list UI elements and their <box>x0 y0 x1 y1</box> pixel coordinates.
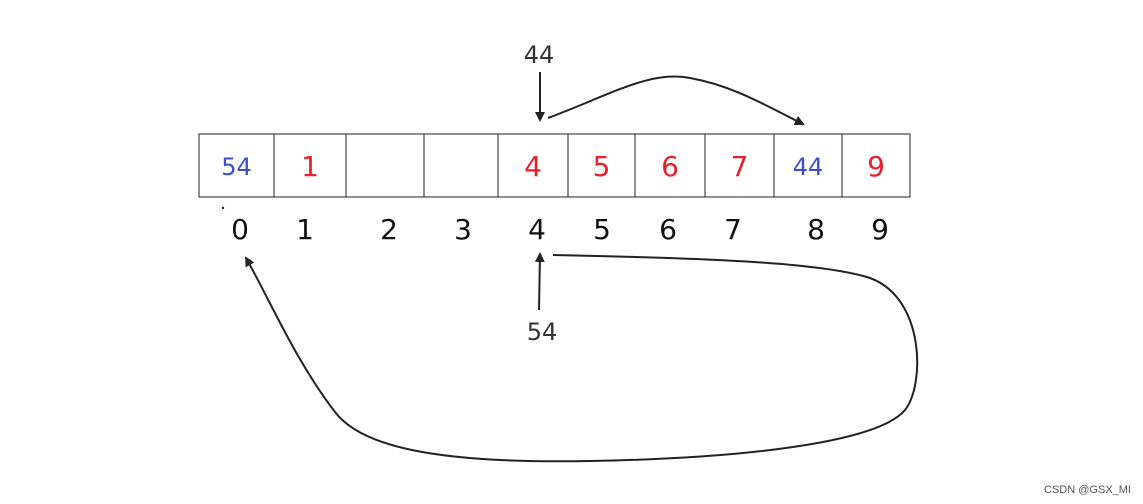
cell-value-7: 7 <box>731 150 749 183</box>
cell-value-9: 9 <box>867 150 885 183</box>
array-cell-5 <box>567 133 636 198</box>
index-row: 0 1 2 3 4 5 6 7 8 9 <box>231 213 889 246</box>
array-cell-1 <box>273 133 347 198</box>
cell-value-6: 6 <box>661 150 679 183</box>
curve-arrow-4-to-8 <box>547 75 805 126</box>
watermark: CSDN @GSX_MI <box>1044 484 1131 496</box>
cell-value-8: 44 <box>793 153 824 181</box>
index-label-8: 8 <box>807 213 825 246</box>
index-label-2: 2 <box>380 213 398 246</box>
bottom-label: 54 <box>527 318 558 346</box>
bottom-up-arrow <box>534 252 545 311</box>
cell-value-0: 54 <box>221 153 252 181</box>
dot-mark <box>221 206 225 210</box>
array-cell-9 <box>841 133 911 198</box>
cell-value-1: 1 <box>301 150 319 183</box>
cell-value-5: 5 <box>593 150 611 183</box>
index-label-6: 6 <box>659 213 677 246</box>
cell-value-4: 4 <box>524 150 542 183</box>
top-label: 44 <box>524 41 555 69</box>
index-label-3: 3 <box>454 213 472 246</box>
index-label-9: 9 <box>871 213 889 246</box>
index-label-4: 4 <box>528 213 546 246</box>
index-label-0: 0 <box>231 213 249 246</box>
index-label-7: 7 <box>724 213 742 246</box>
array-cells: 54 1 4 5 6 7 44 9 <box>198 133 911 198</box>
array-cell-7 <box>704 133 775 198</box>
array-cell-3 <box>423 133 499 198</box>
index-label-5: 5 <box>593 213 611 246</box>
array-cell-0 <box>198 133 275 198</box>
array-cell-2 <box>345 133 425 198</box>
array-cell-4 <box>497 133 569 198</box>
curve-arrow-4-to-0 <box>245 254 919 463</box>
index-label-1: 1 <box>296 213 314 246</box>
array-cell-6 <box>634 133 706 198</box>
array-cell-8 <box>773 133 843 198</box>
